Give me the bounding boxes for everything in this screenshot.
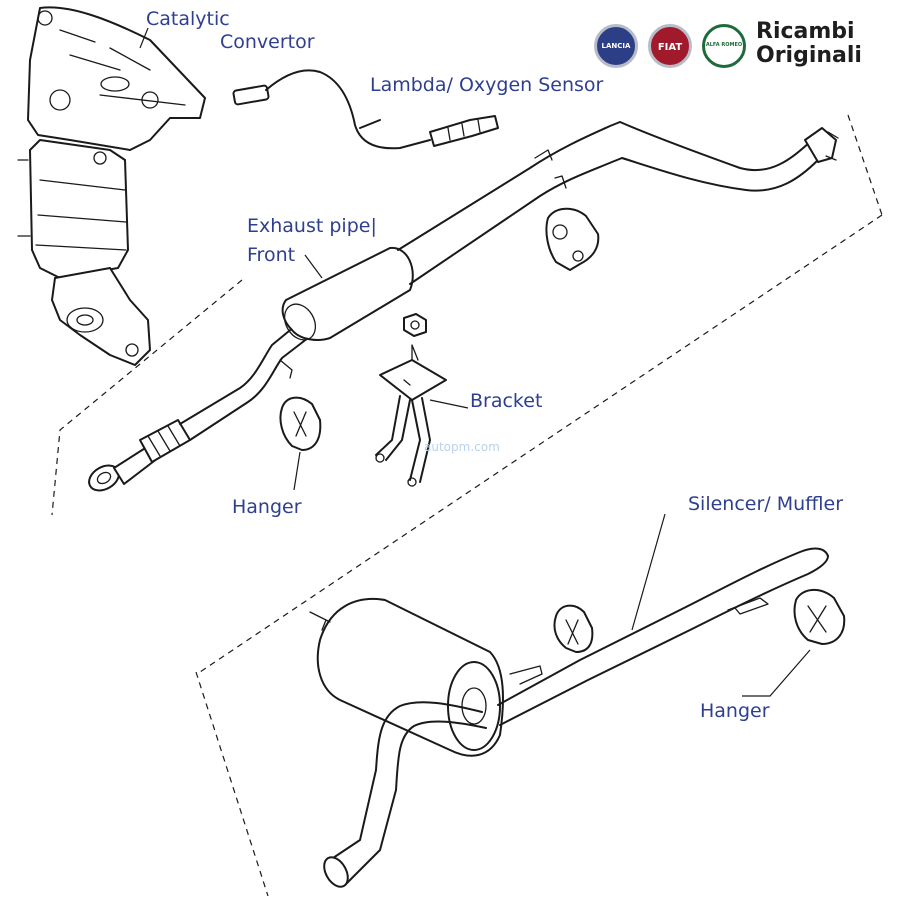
front-exhaust-pipe	[88, 121, 839, 492]
hanger-front-part	[279, 396, 322, 451]
alfa-romeo-logo: ALFA ROMEO	[702, 24, 746, 68]
bracket-leader	[429, 399, 469, 409]
lancia-logo-text: LANCIA	[601, 42, 631, 50]
label-hanger-front: Hanger	[232, 496, 302, 518]
bracket-part	[375, 344, 447, 487]
label-silencer: Silencer/ Muffler	[688, 493, 844, 515]
watermark-text: autopm.com	[424, 440, 500, 454]
rear-silencer-assembly	[195, 547, 829, 897]
label-front: Front	[247, 244, 296, 266]
exhaust-pipe-leader	[304, 254, 323, 279]
silencer-leader	[631, 513, 666, 631]
brand-title: Ricambi Originali	[756, 20, 862, 68]
rubber-mount-top	[545, 207, 600, 271]
label-convertor: Convertor	[220, 31, 315, 53]
lancia-logo: LANCIA	[594, 24, 638, 68]
label-lambda-sensor: Lambda/ Oxygen Sensor	[370, 74, 604, 96]
label-bracket: Bracket	[470, 390, 543, 412]
label-hanger-rear: Hanger	[700, 700, 770, 722]
label-exhaust-pipe: Exhaust pipe|	[247, 215, 377, 237]
hanger-mid-part	[553, 604, 594, 653]
front-assembly-outline	[51, 114, 883, 673]
label-catalytic: Catalytic	[146, 8, 230, 30]
fiat-logo: FIAT	[648, 24, 692, 68]
fiat-logo-text: FIAT	[657, 42, 683, 53]
hanger-rear-part	[793, 589, 846, 645]
catalytic-leader	[139, 27, 149, 49]
hanger-front-leader	[293, 451, 301, 491]
lambda-sensor	[232, 69, 499, 150]
nut	[403, 313, 427, 337]
brand-line-2: Originali	[756, 43, 862, 68]
hanger-rear-leader	[742, 649, 811, 697]
brand-line-1: Ricambi	[756, 19, 855, 44]
alfa-romeo-logo-text: ALFA ROMEO	[705, 42, 743, 48]
catalytic-converter	[17, 6, 206, 366]
